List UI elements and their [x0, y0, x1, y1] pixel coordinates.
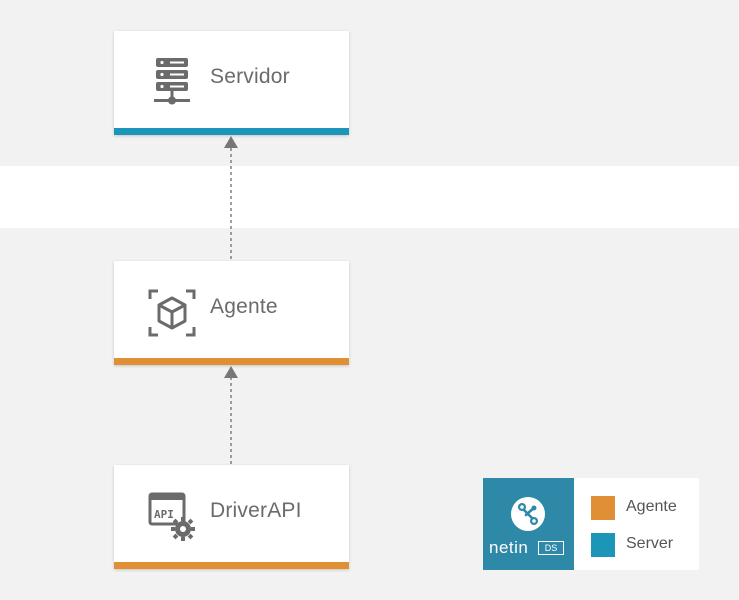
node-type-bar-driver [114, 562, 349, 569]
node-label-server: Servidor [210, 65, 290, 88]
logo-wordmark: netin [489, 538, 529, 557]
cube-scan-icon [148, 289, 196, 337]
logo-badge: DS [538, 541, 564, 555]
node-server[interactable]: Servidor [114, 31, 349, 135]
api-gear-icon: API [148, 492, 195, 541]
arrowhead-server [224, 136, 238, 148]
server-rack-icon [154, 58, 190, 105]
node-type-bar-agent [114, 358, 349, 365]
separator-band [0, 166, 739, 228]
legend-swatch-server [591, 533, 615, 557]
netin-logo-icon [511, 497, 545, 531]
svg-text:API: API [154, 508, 174, 521]
legend-label-server: Server [626, 535, 674, 552]
arrowhead-agent [224, 366, 238, 378]
netin-logo: netin DS [483, 478, 574, 570]
legend-swatch-agente [591, 496, 615, 520]
legend-label-agente: Agente [626, 498, 677, 515]
node-agent[interactable]: Agente [114, 261, 349, 365]
legend: netin DS Agente Server [483, 478, 699, 570]
node-label-agent: Agente [210, 295, 278, 318]
node-label-driver: DriverAPI [210, 499, 302, 522]
node-type-bar-server [114, 128, 349, 135]
node-driver[interactable]: API DriverAPI [114, 465, 349, 569]
